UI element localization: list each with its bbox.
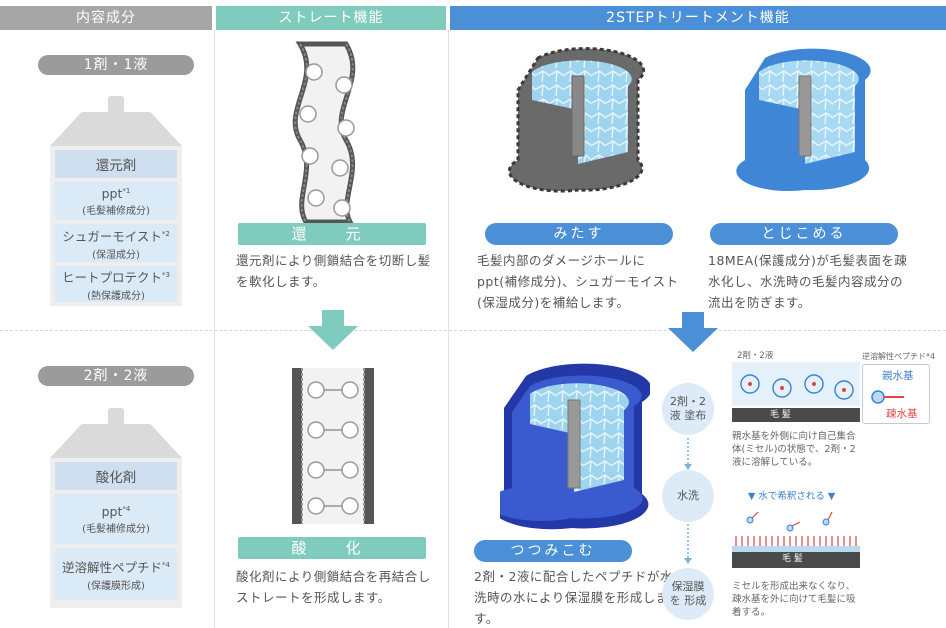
header-contents: 内容成分	[0, 6, 212, 30]
tojikomeru-text: 18MEA(保護成分)が毛髪表面を疎水化し、水洗時の毛髪内容成分の流出を防ぎます…	[708, 253, 908, 310]
diluted-label: ▼ 水で希釈される ▼	[748, 491, 836, 502]
hydrophilic-label: 親水基	[882, 370, 914, 382]
flow-connector	[684, 438, 692, 564]
tojikomeru-label: とじこめる	[710, 223, 898, 245]
bottle-2: 酸化剤 ppt*4 (毛髪補修成分) 逆溶解性ペプチド*4 (保護膜形成)	[50, 458, 182, 608]
ingredient-heat-protect: ヒートプロテクト*3 (熱保護成分)	[55, 266, 177, 302]
ingredient-sugar-moist: シュガーモイスト*2 (保湿成分)	[55, 224, 177, 262]
tsutsumikomu-text: 2剤・2液に配合したペプチドが水洗時の水により保湿膜を形成します。	[474, 569, 673, 626]
straight-hair-illustration	[292, 368, 374, 524]
hair-cross-section-tojikomeru	[736, 48, 871, 192]
step2-pill: 2剤・2液	[38, 366, 194, 386]
reduction-label: 還 元	[238, 223, 426, 245]
header-straight: ストレート機能	[216, 6, 446, 30]
flow-apply: 2剤・2液 塗布	[662, 383, 714, 435]
oxidant-label: 酸化剤	[55, 462, 177, 490]
reductant-label: 還元剤	[55, 150, 177, 178]
header-treatment: 2STEPトリートメント機能	[450, 6, 946, 30]
adsorption-desc: ミセルを形成出来なくなり、疎水基を外に向けて毛髪に吸着する。	[732, 581, 856, 618]
label-peptide: 逆溶解性ペプチド*4	[862, 352, 936, 361]
ingredient-peptide: 逆溶解性ペプチド*4 (保護膜形成)	[55, 548, 177, 600]
hair-label-2: 毛 髪	[782, 554, 803, 564]
micelle-diagram	[732, 362, 860, 422]
mitasu-label: みたす	[485, 223, 673, 245]
tsutsumikomu-label: つつみこむ	[474, 540, 632, 562]
bottle-shoulder	[50, 424, 182, 458]
hair-cross-section-tsutsumikomu	[500, 363, 650, 530]
hair-cross-section-mitasu	[508, 47, 646, 193]
peptide-icon	[871, 390, 904, 404]
label-step2-liquid: 2剤・2液	[737, 351, 774, 361]
step1-pill: 1剤・1液	[38, 55, 194, 75]
arrow-down-icon	[668, 312, 718, 352]
bottle-cap	[108, 408, 124, 424]
flow-rinse: 水洗	[662, 470, 714, 522]
micelle-desc: 親水基を外側に向け自己集合体(ミセル)の状態で、2剤・2液に溶解している。	[732, 431, 856, 468]
flow-film: 保湿膜を 形成	[662, 568, 714, 620]
oxidation-label: 酸 化	[238, 537, 426, 559]
wavy-hair-illustration	[292, 41, 356, 225]
mitasu-text: 毛髪内部のダメージホールにppt(補修成分)、シュガーモイスト(保湿成分)を補給…	[477, 253, 679, 310]
oxidation-text: 酸化剤により側鎖結合を再結合しストレートを形成します。	[236, 569, 431, 605]
adsorption-diagram	[732, 511, 860, 568]
bottle-cap	[108, 96, 124, 112]
arrow-down-icon	[308, 310, 358, 350]
bottle-shoulder	[50, 112, 182, 146]
ingredient-ppt-2: ppt*4 (毛髪補修成分)	[55, 494, 177, 544]
divider	[214, 30, 215, 628]
row-divider	[0, 330, 946, 331]
hydrophobic-label: 疎水基	[886, 408, 918, 420]
ingredient-ppt: ppt*1 (毛髪補修成分)	[55, 182, 177, 220]
hair-label: 毛 髪	[770, 410, 791, 420]
bottle-1: 還元剤 ppt*1 (毛髪補修成分) シュガーモイスト*2 (保湿成分) ヒート…	[50, 146, 182, 306]
reduction-text: 還元剤により側鎖結合を切断し髪を軟化します。	[236, 253, 431, 289]
divider	[448, 30, 449, 628]
